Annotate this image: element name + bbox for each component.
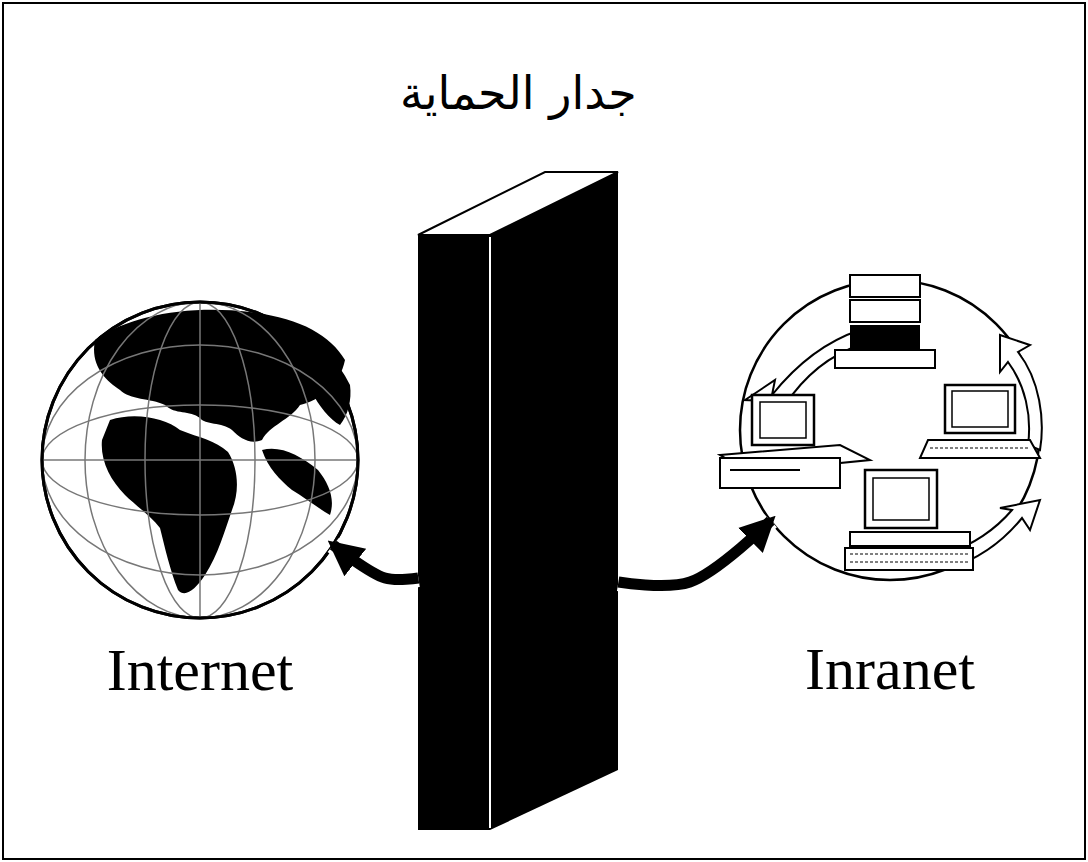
network-label: Internet — [107, 636, 294, 705]
shape-area — [418, 170, 618, 830]
frame — [3, 3, 1085, 859]
firewall-title: جدار الحماية — [400, 67, 637, 120]
globe-node: Internet — [42, 302, 358, 705]
globe-icon — [42, 302, 358, 618]
arrow-outline — [333, 545, 418, 580]
network-label: Inranet — [805, 635, 975, 704]
arrow-connector — [618, 521, 770, 586]
shape-area — [42, 302, 358, 618]
arrow-connector — [333, 545, 418, 580]
shape-area — [740, 280, 1040, 580]
firewall-node: جدار الحماية — [400, 67, 637, 830]
arrow-outline — [618, 521, 770, 586]
arrow-line — [333, 545, 418, 580]
arrow-line — [618, 521, 770, 586]
network-node: Inranet — [740, 280, 1040, 704]
firewall-wall — [418, 172, 618, 830]
